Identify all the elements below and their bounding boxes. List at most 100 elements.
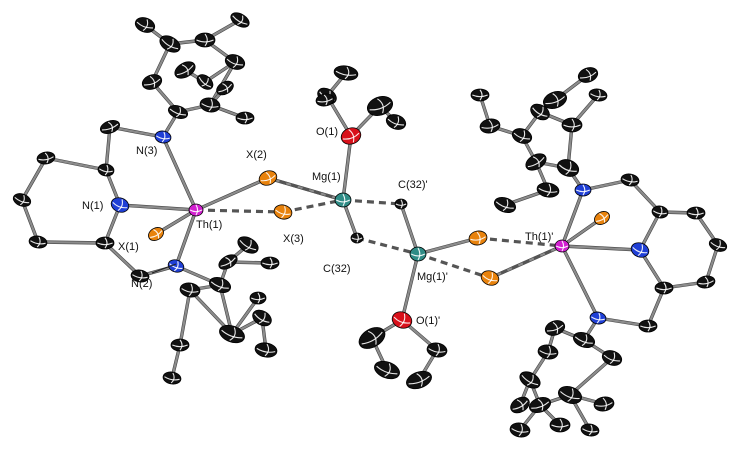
atom-n3-ellipsoid [154, 130, 172, 144]
atom-cu6 [470, 88, 490, 102]
atom-cr5-axis-line-2 [663, 282, 667, 294]
atom-cu2 [525, 153, 547, 171]
atom-n1p [630, 242, 650, 258]
dashed-bond-mg1-c32p [342, 198, 402, 206]
atom-n3-axis-line-2 [161, 131, 166, 143]
atom-cr4 [696, 275, 716, 289]
atom-x1-axis-line [150, 230, 163, 238]
atom-cu8 [561, 117, 583, 133]
atom-ct5 [224, 54, 246, 70]
atom-cb6-axis-line [256, 347, 276, 353]
atom-ct6-axis-line [201, 103, 219, 108]
atom-cp2 [36, 151, 56, 165]
atom-cr3 [708, 238, 728, 252]
atom-cd12-axis-line [582, 428, 598, 433]
atom-co2 [333, 65, 359, 81]
atom-cp1-ellipsoid [97, 163, 115, 177]
atom-x2-axis-line-2 [265, 171, 271, 184]
atom-ct2-axis-line-2 [149, 75, 156, 88]
atom-ct12-axis-line [218, 83, 233, 93]
atom-cd7 [557, 386, 583, 404]
atom-cb4-axis-line [221, 329, 243, 339]
atom-cr3-axis-line-2 [715, 240, 721, 251]
bond-cr5-cr7 [646, 286, 666, 328]
atom-cr1-axis-line-2 [658, 206, 663, 218]
atom-cb3 [170, 338, 190, 352]
atom-n2-axis-line [169, 263, 183, 269]
atom-cd2 [544, 320, 566, 336]
atom-cp3-axis-line [14, 196, 30, 204]
atom-co2-axis-line-2 [344, 66, 350, 80]
atom-cu3-axis-line [538, 187, 558, 193]
atom-cr7-axis-line-2 [647, 320, 651, 332]
atom-cd11 [510, 396, 530, 414]
atom-cb3-ellipsoid [170, 338, 190, 352]
atom-cr7-ellipsoid [638, 319, 658, 333]
atom-ca1-axis-line [102, 123, 119, 131]
atom-cq2-ellipsoid [374, 360, 400, 380]
atom-cd11-ellipsoid [510, 396, 530, 414]
atom-cq3 [406, 370, 432, 390]
atom-cp4-axis-line [30, 240, 46, 245]
atom-cq1-axis-line-2 [367, 330, 377, 345]
atom-cb9 [260, 256, 280, 270]
atom-cb11-axis-line-2 [257, 292, 261, 304]
atom-x2-ellipsoid [258, 170, 278, 186]
label-o1-prime: O(1)' [416, 315, 440, 327]
atom-ct9-axis-line-2 [237, 15, 244, 25]
atom-cd2-axis-line [546, 324, 564, 332]
bond-cp1-ca1 [104, 125, 112, 172]
atom-cq4-axis-line [428, 348, 446, 353]
atom-cp4-axis-line-2 [36, 236, 41, 248]
label-c32: C(32) [323, 263, 351, 275]
atom-cb2 [179, 282, 201, 298]
atom-n3p-axis-line [575, 189, 591, 193]
atom-co3 [367, 96, 393, 116]
atom-x1 [148, 227, 164, 241]
atom-n3 [154, 130, 172, 144]
atom-cu10 [493, 197, 517, 213]
atom-cu10-axis-line [495, 201, 514, 209]
atom-ct1-axis-line [169, 108, 186, 116]
atom-ct11 [235, 111, 255, 125]
atom-cb7-axis-line [220, 257, 236, 267]
atom-ct11-axis-line-2 [244, 112, 248, 124]
atom-cb6 [254, 342, 278, 358]
atom-o1p [391, 311, 413, 329]
atom-mg1-axis-line-2 [342, 193, 346, 207]
dashed-bond-x2p-th1p [477, 236, 563, 248]
atom-cd2-axis-line-2 [552, 321, 559, 334]
atom-cr5-ellipsoid [654, 281, 674, 295]
atom-cu1-axis-line-2 [565, 161, 572, 175]
atom-cb11-axis-line [250, 297, 266, 301]
atom-cu1-axis-line [558, 164, 577, 172]
atom-cd5-ellipsoid [528, 397, 552, 413]
atom-cd9-axis-line-2 [609, 352, 616, 365]
atom-cd1-axis-line-2 [581, 334, 588, 347]
atom-n2p-axis-line-2 [596, 312, 601, 324]
atom-cu12-ellipsoid [542, 91, 568, 109]
atom-cu5-axis-line-2 [488, 119, 493, 133]
atom-co4-ellipsoid [385, 114, 407, 130]
atom-ct4-axis-line [196, 39, 214, 43]
atom-cr7 [638, 319, 658, 333]
atom-cd3-axis-line-2 [546, 345, 551, 359]
label-c32-prime: C(32)' [398, 179, 428, 191]
atom-cu6-axis-line [472, 94, 488, 98]
bond-mg1-o1 [341, 134, 353, 202]
atom-cd10-axis-line-2 [559, 418, 563, 432]
atom-ct2-ellipsoid [141, 74, 163, 90]
atom-ct12 [216, 80, 234, 96]
atom-cb8-axis-line [239, 239, 257, 251]
atom-ct9-ellipsoid [230, 12, 250, 28]
atom-cu6-axis-line-2 [479, 89, 483, 101]
atom-cp5-axis-line [97, 242, 113, 246]
atom-ct1 [167, 105, 189, 119]
atom-cd12-ellipsoid [580, 423, 600, 437]
atom-cb1-axis-line [210, 281, 229, 289]
atom-cd1-axis-line [574, 336, 593, 344]
atom-cb3-axis-line-2 [179, 339, 183, 351]
atom-cp2-axis-line [38, 156, 54, 161]
bond-cp4-cp5 [36, 240, 107, 245]
atom-c32-axis-line-2 [356, 233, 359, 243]
